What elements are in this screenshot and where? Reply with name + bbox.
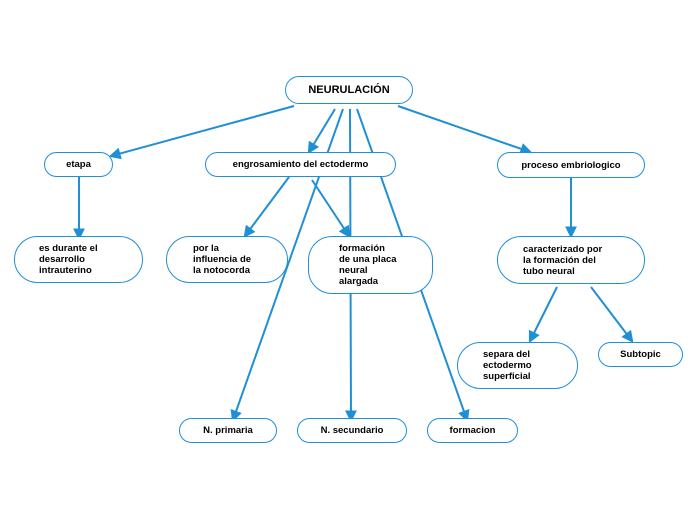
node-etapa[interactable]: etapa bbox=[44, 152, 113, 177]
node-n-secundario[interactable]: N. secundario bbox=[297, 418, 407, 443]
node-desarrollo-label: es durante el desarrollo intrauterino bbox=[39, 243, 98, 276]
node-primaria-label: N. primaria bbox=[203, 425, 253, 436]
node-notocorda[interactable]: por la influencia de la notocorda bbox=[166, 236, 288, 283]
node-placa-neural[interactable]: formación de una placa neural alargada bbox=[308, 236, 433, 294]
node-desarrollo-intrauterino[interactable]: es durante el desarrollo intrauterino bbox=[14, 236, 143, 283]
node-subtopic[interactable]: Subtopic bbox=[598, 342, 683, 367]
link-root-proceso bbox=[397, 105, 533, 155]
link-tubo-subtopic bbox=[590, 286, 634, 343]
node-n-primaria[interactable]: N. primaria bbox=[179, 418, 277, 443]
node-proceso-embriologico[interactable]: proceso embriologico bbox=[497, 152, 645, 178]
node-formacion-label: formacion bbox=[449, 425, 496, 436]
link-tubo-separa bbox=[528, 286, 558, 344]
node-engrosamiento-label: engrosamiento del ectodermo bbox=[232, 159, 369, 170]
node-notocorda-label: por la influencia de la notocorda bbox=[193, 243, 252, 276]
node-proceso-label: proceso embriologico bbox=[521, 159, 621, 171]
node-etapa-label: etapa bbox=[66, 159, 91, 170]
link-root-engrosamiento bbox=[307, 108, 336, 155]
node-subtopic-label: Subtopic bbox=[620, 349, 661, 360]
node-separa-ectodermo[interactable]: separa del ectodermo superficial bbox=[457, 342, 578, 389]
link-engrosamiento-placa bbox=[311, 179, 351, 239]
root-node-neurulacion[interactable]: NEURULACIÓN bbox=[285, 76, 413, 104]
root-node-label: NEURULACIÓN bbox=[308, 83, 390, 96]
node-formacion[interactable]: formacion bbox=[427, 418, 518, 443]
node-secundario-label: N. secundario bbox=[320, 425, 384, 436]
link-engrosamiento-notocorda bbox=[243, 176, 290, 238]
node-placa-label: formación de una placa neural alargada bbox=[339, 243, 397, 287]
node-engrosamiento[interactable]: engrosamiento del ectodermo bbox=[205, 152, 396, 177]
node-tubo-neural[interactable]: caracterizado por la formación del tubo … bbox=[497, 236, 645, 284]
node-tubo-label: caracterizado por la formación del tubo … bbox=[523, 243, 603, 277]
node-separa-label: separa del ectodermo superficial bbox=[483, 349, 532, 382]
link-root-etapa bbox=[108, 105, 295, 160]
